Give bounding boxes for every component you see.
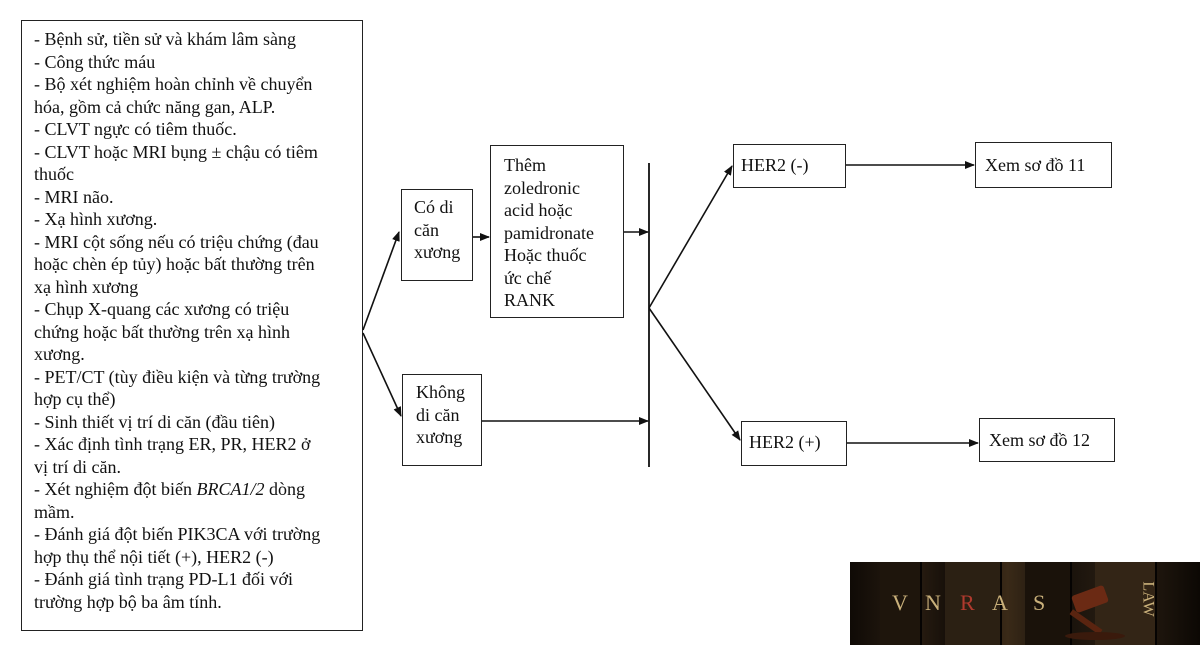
- workup-line: - MRI cột sống nếu có triệu chứng (đau: [34, 231, 319, 252]
- her2-negative-label: HER2 (-): [741, 155, 809, 175]
- workup-line: hợp thụ thể nội tiết (+), HER2 (-): [34, 546, 274, 567]
- see-chart-11-box: Xem sơ đồ 11: [975, 142, 1112, 188]
- workup-line: mầm.: [34, 501, 75, 522]
- treatment-line: pamidronate: [504, 222, 594, 243]
- workup-line: - Đánh giá đột biến PIK3CA với trường: [34, 524, 321, 544]
- workup-line: - CLVT hoặc MRI bụng ± chậu có tiêm: [34, 141, 318, 162]
- workup-line: - MRI não.: [34, 186, 114, 207]
- arrow-to-her2-negative: [648, 165, 733, 309]
- workup-line: trường hợp bộ ba âm tính.: [34, 591, 222, 612]
- workup-line-brca: - Xét nghiệm đột biến BRCA1/2 dòng: [34, 478, 354, 501]
- vnras-law-logo: V N R A S LAW: [850, 562, 1200, 645]
- no-bone-metastases-box: Không di căn xương: [402, 374, 482, 466]
- workup-line-prefix: - Xét nghiệm đột biến: [34, 479, 197, 499]
- gavel-icon: [1065, 585, 1125, 640]
- see-chart-12-label: Xem sơ đồ 12: [989, 430, 1091, 450]
- workup-line: - CLVT ngực có tiêm thuốc.: [34, 119, 237, 139]
- workup-line: - Sinh thiết vị trí di căn (đầu tiên): [34, 411, 275, 432]
- bone-mets-line: Có di: [414, 197, 454, 217]
- see-chart-11-label: Xem sơ đồ 11: [985, 155, 1086, 175]
- workup-line: xương.: [34, 344, 85, 364]
- workup-line: - Xạ hình xương.: [34, 209, 158, 229]
- treatment-line: ức chế: [504, 267, 552, 288]
- logo-book-spine: [1025, 562, 1072, 645]
- logo-book-spine: [945, 562, 1002, 645]
- treatment-line: RANK: [504, 290, 556, 310]
- no-bone-mets-line: xương: [416, 427, 463, 447]
- logo-letter: S: [1033, 590, 1047, 615]
- her2-negative-box: HER2 (-): [733, 144, 846, 188]
- logo-law-text: LAW: [1139, 581, 1157, 617]
- workup-line: - Chụp X-quang các xương có triệu: [34, 299, 290, 319]
- arrow-to-her2-positive: [648, 307, 741, 441]
- workup-line: - Bộ xét nghiệm hoàn chỉnh về chuyển: [34, 74, 313, 94]
- treatment-line: Thêm: [504, 155, 546, 175]
- workup-line: hóa, gồm cả chức năng gan, ALP.: [34, 96, 276, 117]
- workup-line: hợp cụ thể): [34, 389, 116, 409]
- workup-line-suffix: dòng: [264, 479, 305, 499]
- workup-line: thuốc: [34, 164, 74, 184]
- workup-line: - Bệnh sử, tiền sử và khám lâm sàng: [34, 29, 296, 49]
- workup-line: xạ hình xương: [34, 276, 139, 297]
- workup-box: - Bệnh sử, tiền sử và khám lâm sàng - Cô…: [21, 20, 363, 631]
- her2-positive-box: HER2 (+): [741, 421, 847, 466]
- logo-book-spine: [1095, 562, 1157, 645]
- add-bone-agent-box: Thêm zoledronic acid hoặc pamidronate Ho…: [490, 145, 624, 318]
- workup-line: - Xác định tình trạng ER, PR, HER2 ở: [34, 434, 311, 454]
- logo-letter: A: [992, 590, 1009, 615]
- no-bone-mets-line: Không: [416, 382, 465, 402]
- workup-line: chứng hoặc bất thường trên xạ hình: [34, 321, 290, 342]
- workup-line: - PET/CT (tùy điều kiện và từng trường: [34, 366, 321, 387]
- bone-metastases-box: Có di căn xương: [401, 189, 473, 281]
- logo-letter: V: [892, 590, 909, 615]
- no-bone-mets-line: di căn: [416, 404, 460, 425]
- treatment-line: zoledronic: [504, 177, 580, 198]
- her2-positive-label: HER2 (+): [749, 432, 821, 452]
- treatment-line: Hoặc thuốc: [504, 245, 587, 265]
- bone-mets-line: căn: [414, 219, 439, 240]
- arrow-to-no-bone-mets: [362, 332, 402, 417]
- workup-line: vị trí di căn.: [34, 456, 121, 477]
- arrow-to-bone-mets: [362, 231, 400, 331]
- logo-letter-accent: R: [960, 590, 976, 615]
- workup-line: - Công thức máu: [34, 51, 156, 72]
- workup-line: hoặc chèn ép tủy) hoặc bất thường trên: [34, 254, 315, 274]
- bone-mets-line: xương: [414, 242, 461, 262]
- logo-book-spine: [880, 562, 922, 645]
- brca-gene-name: BRCA1/2: [196, 479, 265, 499]
- workup-line: - Đánh giá tình trạng PD-L1 đối với: [34, 569, 293, 589]
- logo-letter: N: [925, 590, 942, 615]
- see-chart-12-box: Xem sơ đồ 12: [979, 418, 1115, 462]
- treatment-line: acid hoặc: [504, 200, 573, 220]
